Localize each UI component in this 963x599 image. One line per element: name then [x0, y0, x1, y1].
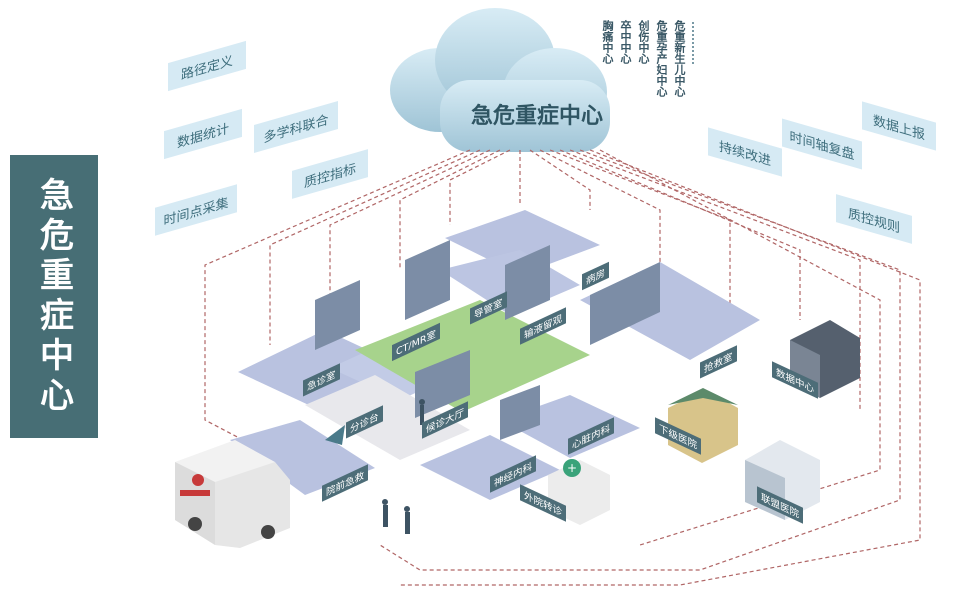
- columns-divider: [692, 22, 694, 64]
- floor-prehospital: [230, 420, 375, 495]
- side-title-panel: 急危重症中心: [10, 155, 98, 438]
- people-figures: [382, 399, 425, 534]
- center-maternal: 危重孕产妇中心: [655, 20, 668, 97]
- floor-ward: [445, 210, 600, 275]
- lower-hospital-building: [668, 388, 738, 463]
- ambulance-icon: [175, 440, 290, 548]
- floor-triage-desk: [305, 375, 470, 460]
- svg-text:+: +: [567, 461, 577, 475]
- cloud-icon: [390, 8, 610, 152]
- data-links: [204, 149, 921, 586]
- center-stroke: 卒中中心: [619, 20, 632, 64]
- center-chest-pain: 胸痛中心: [601, 20, 614, 64]
- floor-neuro: [420, 435, 560, 500]
- side-title: 急危重症中心: [33, 176, 74, 417]
- flow-arrow-icon: [325, 425, 345, 445]
- center-trauma: 创伤中心: [637, 20, 650, 64]
- center-neonatal: 危重新生儿中心: [673, 20, 686, 97]
- cloud-label: 急危重症中心: [470, 104, 603, 129]
